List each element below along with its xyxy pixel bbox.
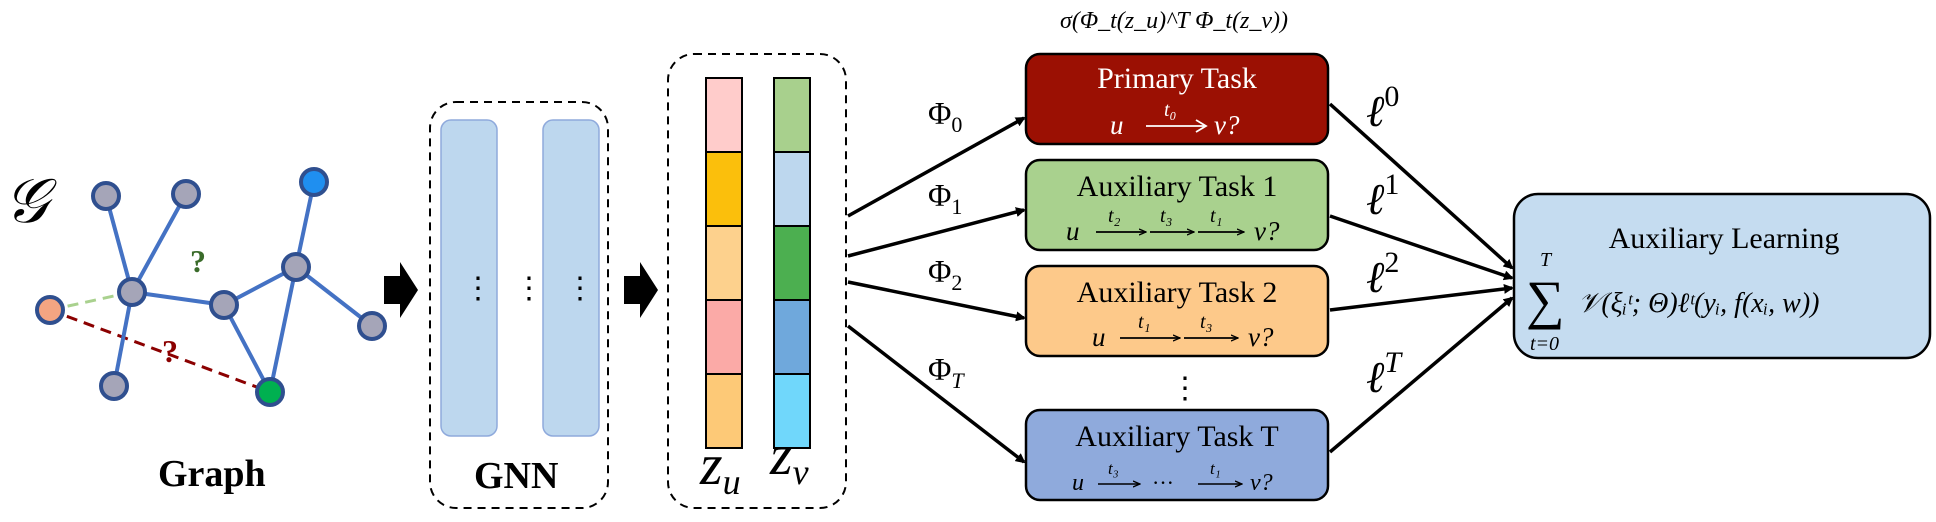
zu-cell (705, 373, 743, 449)
auxiliary-learning-title: Auxiliary Learning (1609, 222, 1840, 255)
zv-vector (773, 77, 811, 449)
gnn-dashed-border (429, 101, 609, 509)
graph-node (171, 179, 201, 209)
aux-task-1-box: Auxiliary Task 1 u t₂ t₃ t₁ v? (1024, 158, 1330, 252)
arrow-phi2 (847, 280, 1026, 322)
arrow-lossT (1328, 296, 1514, 454)
sum-lower: t=0 (1530, 333, 1559, 355)
loss-arrows (1328, 102, 1514, 454)
graph-node (91, 181, 121, 211)
aux-task-T-v: v? (1250, 470, 1273, 496)
zu-vector (705, 77, 743, 449)
graph-node (99, 371, 129, 401)
aux-task-2-t1: t₁ (1138, 311, 1151, 333)
aux-task-2-v: v? (1248, 322, 1274, 352)
aux-task-2-t2: t₃ (1200, 311, 1213, 333)
primary-task-t: t₀ (1164, 99, 1177, 121)
arrow-loss0 (1328, 102, 1514, 270)
aux-task-2-box: Auxiliary Task 2 u t₁ t₃ v? (1024, 264, 1330, 358)
graph-node-target-green (255, 377, 285, 407)
arrow-phiT (846, 324, 1026, 464)
zu-cell (705, 77, 743, 153)
graph-dashed-edge (49, 290, 133, 312)
aux-task-1-t3: t₁ (1210, 205, 1223, 227)
sum-upper: T (1540, 249, 1553, 271)
graph-label: Graph (158, 453, 266, 495)
aux-task-T-t2: t₁ (1210, 459, 1221, 478)
zv-cell (773, 373, 811, 449)
embeddings-panel: zu zv (667, 53, 847, 509)
aux-task-1-t2: t₃ (1160, 205, 1173, 227)
auxiliary-learning-box: Auxiliary Learning T ∑ t=0 𝒱(ξᵢᵗ; Θ)ℓᵗ(y… (1512, 192, 1932, 360)
gnn-panel: ⋮ ⋮ ⋮ GNN (429, 101, 609, 509)
arrow-loss1 (1329, 214, 1514, 281)
loss0-label: ℓ0 (1366, 80, 1399, 136)
aux-task-T-dots: ··· (1152, 470, 1174, 495)
zu-cell (705, 225, 743, 301)
loss2-label: ℓ2 (1366, 246, 1399, 302)
gnn-layer-left (440, 119, 498, 437)
graph-panel: 𝒢 (4, 167, 387, 495)
aux-task-1-u: u (1066, 216, 1080, 246)
primary-task-box: Primary Task u t₀ v? (1024, 52, 1330, 146)
zv-cell (773, 151, 811, 227)
gnn-dots-left: ⋮ (463, 272, 493, 305)
aux-task-2-title: Auxiliary Task 2 (1077, 276, 1278, 309)
graph-node-source (35, 295, 65, 325)
aux-task-T-title: Auxiliary Task T (1075, 420, 1278, 453)
lossT-label: ℓT (1366, 346, 1403, 402)
block-arrow-2 (624, 262, 658, 318)
aux-task-T-box: Auxiliary Task T u t₃ ··· t₁ v? (1024, 408, 1330, 502)
arrow-phi1 (847, 207, 1026, 258)
zv-cell (773, 77, 811, 153)
aux-task-1-title: Auxiliary Task 1 (1077, 170, 1278, 203)
zv-cell (773, 225, 811, 301)
gnn-label: GNN (474, 455, 558, 497)
gnn-dots-right: ⋮ (565, 272, 595, 305)
aux-task-1-t1: t₂ (1108, 205, 1121, 227)
aux-task-T-u: u (1072, 470, 1084, 496)
block-arrow-1 (384, 262, 418, 318)
tasks-vdots: ⋮ (1170, 372, 1200, 405)
primary-task-u: u (1110, 110, 1124, 140)
zu-cell (705, 151, 743, 227)
loss1-label: ℓ1 (1366, 168, 1399, 224)
graph-node (117, 277, 147, 307)
sum-symbol: ∑ (1526, 270, 1565, 330)
graph-dashed-edge (49, 308, 271, 394)
zu-cell (705, 299, 743, 375)
primary-task-v: v? (1214, 110, 1240, 140)
primary-task-title: Primary Task (1097, 62, 1257, 95)
arrow-phi0 (847, 116, 1026, 218)
auxiliary-learning-formula: 𝒱(ξᵢᵗ; Θ)ℓᵗ(yᵢ, f(xᵢ, w)) (1578, 288, 1819, 319)
aux-task-2-u: u (1092, 322, 1106, 352)
graph-node-target-blue (299, 167, 329, 197)
aux-task-1-v: v? (1254, 216, 1280, 246)
zv-cell (773, 299, 811, 375)
graph-question-green: ? (190, 243, 206, 279)
phi1-label: Φ1 (928, 177, 962, 219)
graph-node (357, 311, 387, 341)
graph-nodes (35, 167, 387, 407)
zv-label: zv (769, 422, 809, 492)
graph-node (281, 252, 311, 282)
aux-task-T-t1: t₃ (1108, 459, 1119, 478)
zu-label: zu (699, 432, 741, 502)
gnn-layer-right (542, 119, 600, 437)
arrow-loss2 (1329, 283, 1514, 312)
graph-question-red: ? (162, 333, 178, 369)
graph-node (209, 290, 239, 320)
phiT-label: ΦT (928, 351, 965, 393)
gnn-dots-middle: ⋮ (514, 272, 544, 305)
embeddings-dashed-border (667, 53, 847, 509)
projection-arrows (846, 116, 1026, 464)
header-formula: σ(Φ_t(z_u)^T Φ_t(z_v)) (1060, 8, 1288, 34)
phi2-label: Φ2 (928, 253, 962, 295)
graph-symbol: 𝒢 (4, 168, 57, 236)
phi0-label: Φ0 (928, 95, 962, 137)
